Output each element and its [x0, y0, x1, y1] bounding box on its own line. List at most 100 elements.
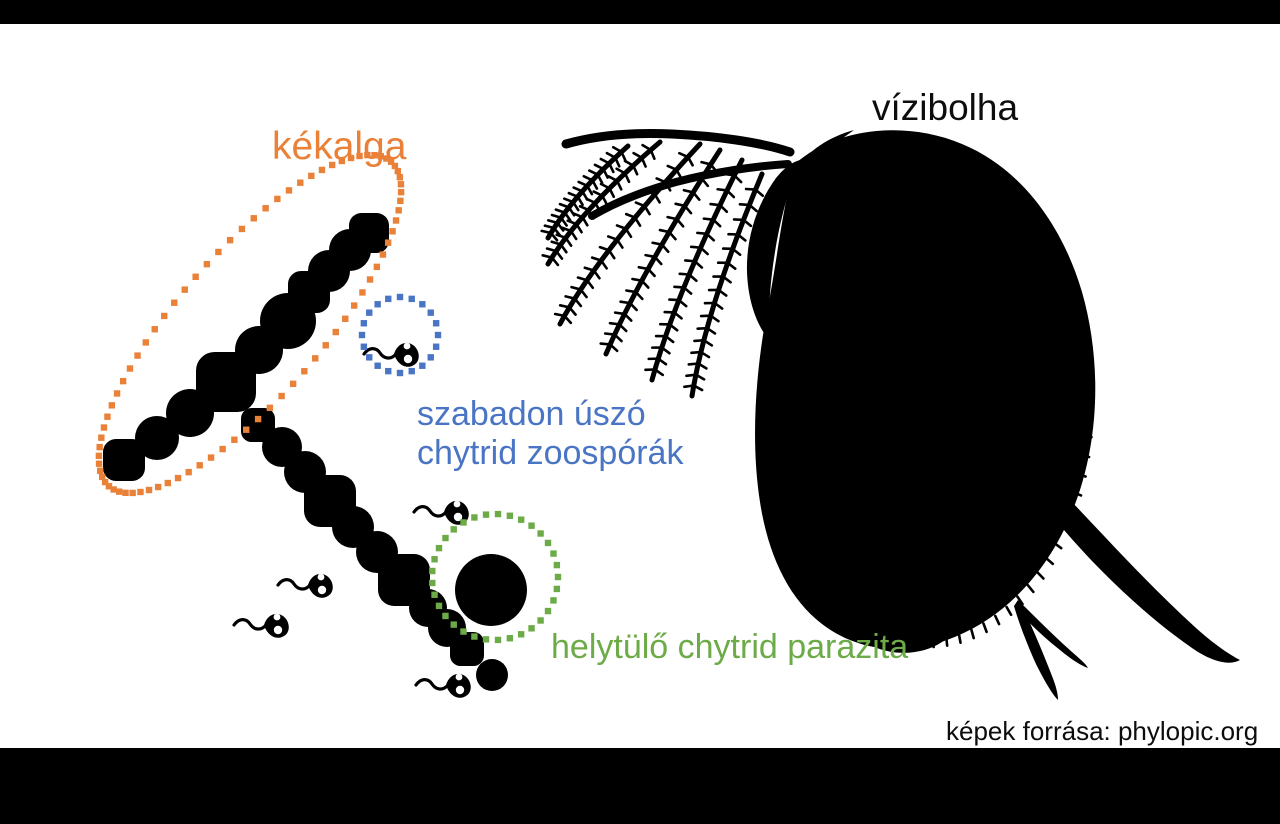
antenna-seta — [586, 184, 594, 196]
zoospore-outline-dot — [427, 309, 434, 316]
antenna-seta — [644, 253, 657, 259]
antenna-seta — [615, 224, 628, 231]
antenna-seta — [541, 254, 554, 259]
antenna-seta — [651, 241, 664, 246]
antenna-seta — [553, 312, 566, 318]
parasite-outline-dot — [537, 617, 544, 624]
antenna-seta — [613, 333, 623, 343]
carapace-tooth — [1029, 218, 1038, 229]
carapace-tooth — [1054, 263, 1065, 272]
parasite-outline-dot — [517, 631, 525, 638]
zoospore-outline-dot — [432, 320, 440, 327]
carapace-tooth — [952, 162, 957, 175]
algae-outline-dot — [95, 460, 103, 467]
antenna-seta — [599, 259, 608, 270]
antenna-seta — [552, 226, 562, 237]
zoospore-papilla — [403, 342, 411, 350]
antenna-ray — [603, 147, 723, 357]
antenna-seta — [634, 290, 644, 301]
carapace-tooth — [879, 625, 885, 637]
antenna-seta — [596, 173, 604, 185]
antenna-seta — [672, 311, 683, 320]
antenna-seta — [694, 373, 706, 381]
zoospore-flagellum — [412, 505, 448, 518]
carapace-tooth — [1035, 570, 1045, 580]
antenna-seta — [599, 157, 611, 165]
antenna-seta — [613, 311, 626, 316]
carapace-tooth — [866, 618, 873, 630]
algae-outline-dot — [392, 217, 400, 224]
antenna-seta — [718, 203, 729, 214]
antenna-seta — [660, 346, 671, 355]
zoospore-flagellum — [414, 678, 450, 691]
algae-upper-cell — [135, 416, 179, 460]
zoospore-outline-dot — [432, 343, 440, 350]
antenna-seta — [632, 151, 644, 160]
antenna-seta — [683, 384, 696, 389]
antenna-seta — [556, 221, 565, 232]
antenna-seta — [649, 148, 656, 161]
antenna-seta — [592, 190, 604, 197]
parasite-outline-dot — [460, 628, 467, 635]
parasite-outline-dot — [471, 633, 478, 640]
antenna-seta — [581, 189, 589, 201]
antenna-seta — [567, 206, 576, 217]
carapace-tooth — [837, 200, 846, 211]
antenna-seta — [615, 167, 627, 175]
carapace-tooth — [793, 534, 804, 542]
algae-outline-dot — [266, 404, 274, 412]
algae-outline-dot — [174, 474, 182, 482]
algae-outline-dot — [104, 413, 111, 420]
antenna-seta — [631, 164, 639, 176]
antenna-seta — [594, 201, 602, 213]
carapace-tooth — [770, 346, 782, 352]
carapace-tooth — [940, 160, 944, 172]
algae-lower-cell — [476, 659, 508, 691]
antenna-seta — [591, 178, 599, 190]
annotation-outlines — [95, 151, 562, 644]
antenna-seta — [592, 269, 601, 280]
antenna-seta — [640, 279, 650, 289]
antenna-seta — [675, 217, 685, 228]
carapace-tooth — [1016, 595, 1024, 606]
antenna-seta — [682, 286, 693, 295]
antenna-seta — [598, 245, 611, 252]
antenna-seta — [550, 256, 560, 267]
algae-outline-dot — [119, 377, 127, 385]
antenna-ray — [649, 157, 745, 383]
algae-outline-dot — [113, 390, 121, 397]
antenna-seta — [691, 175, 704, 180]
antenna-ray — [689, 171, 765, 399]
antenna-seta — [644, 189, 657, 196]
carapace-tooth — [842, 601, 850, 612]
antenna-seta — [666, 164, 678, 172]
antenna-seta — [684, 259, 697, 263]
daphnia-antennae — [540, 128, 795, 399]
zoospore-body — [446, 673, 471, 698]
antenna-seta — [637, 265, 650, 271]
antenna-seta — [711, 218, 722, 228]
algae-outline-dot — [171, 299, 178, 306]
antenna-seta — [668, 323, 679, 332]
chytrid-sporangium — [455, 554, 527, 626]
parasite-outline-dot — [471, 514, 478, 521]
algae-outline-dot — [219, 445, 226, 453]
carapace-tooth — [831, 590, 840, 600]
antenna-seta — [723, 172, 736, 177]
antenna-seta — [640, 156, 647, 168]
antenna-seta — [655, 177, 667, 184]
antenna-seta — [608, 343, 619, 353]
antenna-seta — [607, 175, 619, 183]
antenna-seta — [624, 212, 637, 219]
antenna-seta — [577, 180, 589, 188]
antenna-seta — [754, 188, 765, 198]
algae-outline-dot — [395, 207, 402, 214]
carapace-tooth — [861, 181, 868, 193]
algae-outline-dot — [134, 352, 141, 359]
algae-outline-dot — [297, 179, 304, 186]
algae-outline-dot — [250, 215, 257, 222]
carapace-tooth — [768, 444, 780, 450]
antenna-seta — [615, 238, 624, 249]
carapace-tooth — [778, 308, 790, 315]
label-daphnia: vízibolha — [872, 87, 1019, 128]
